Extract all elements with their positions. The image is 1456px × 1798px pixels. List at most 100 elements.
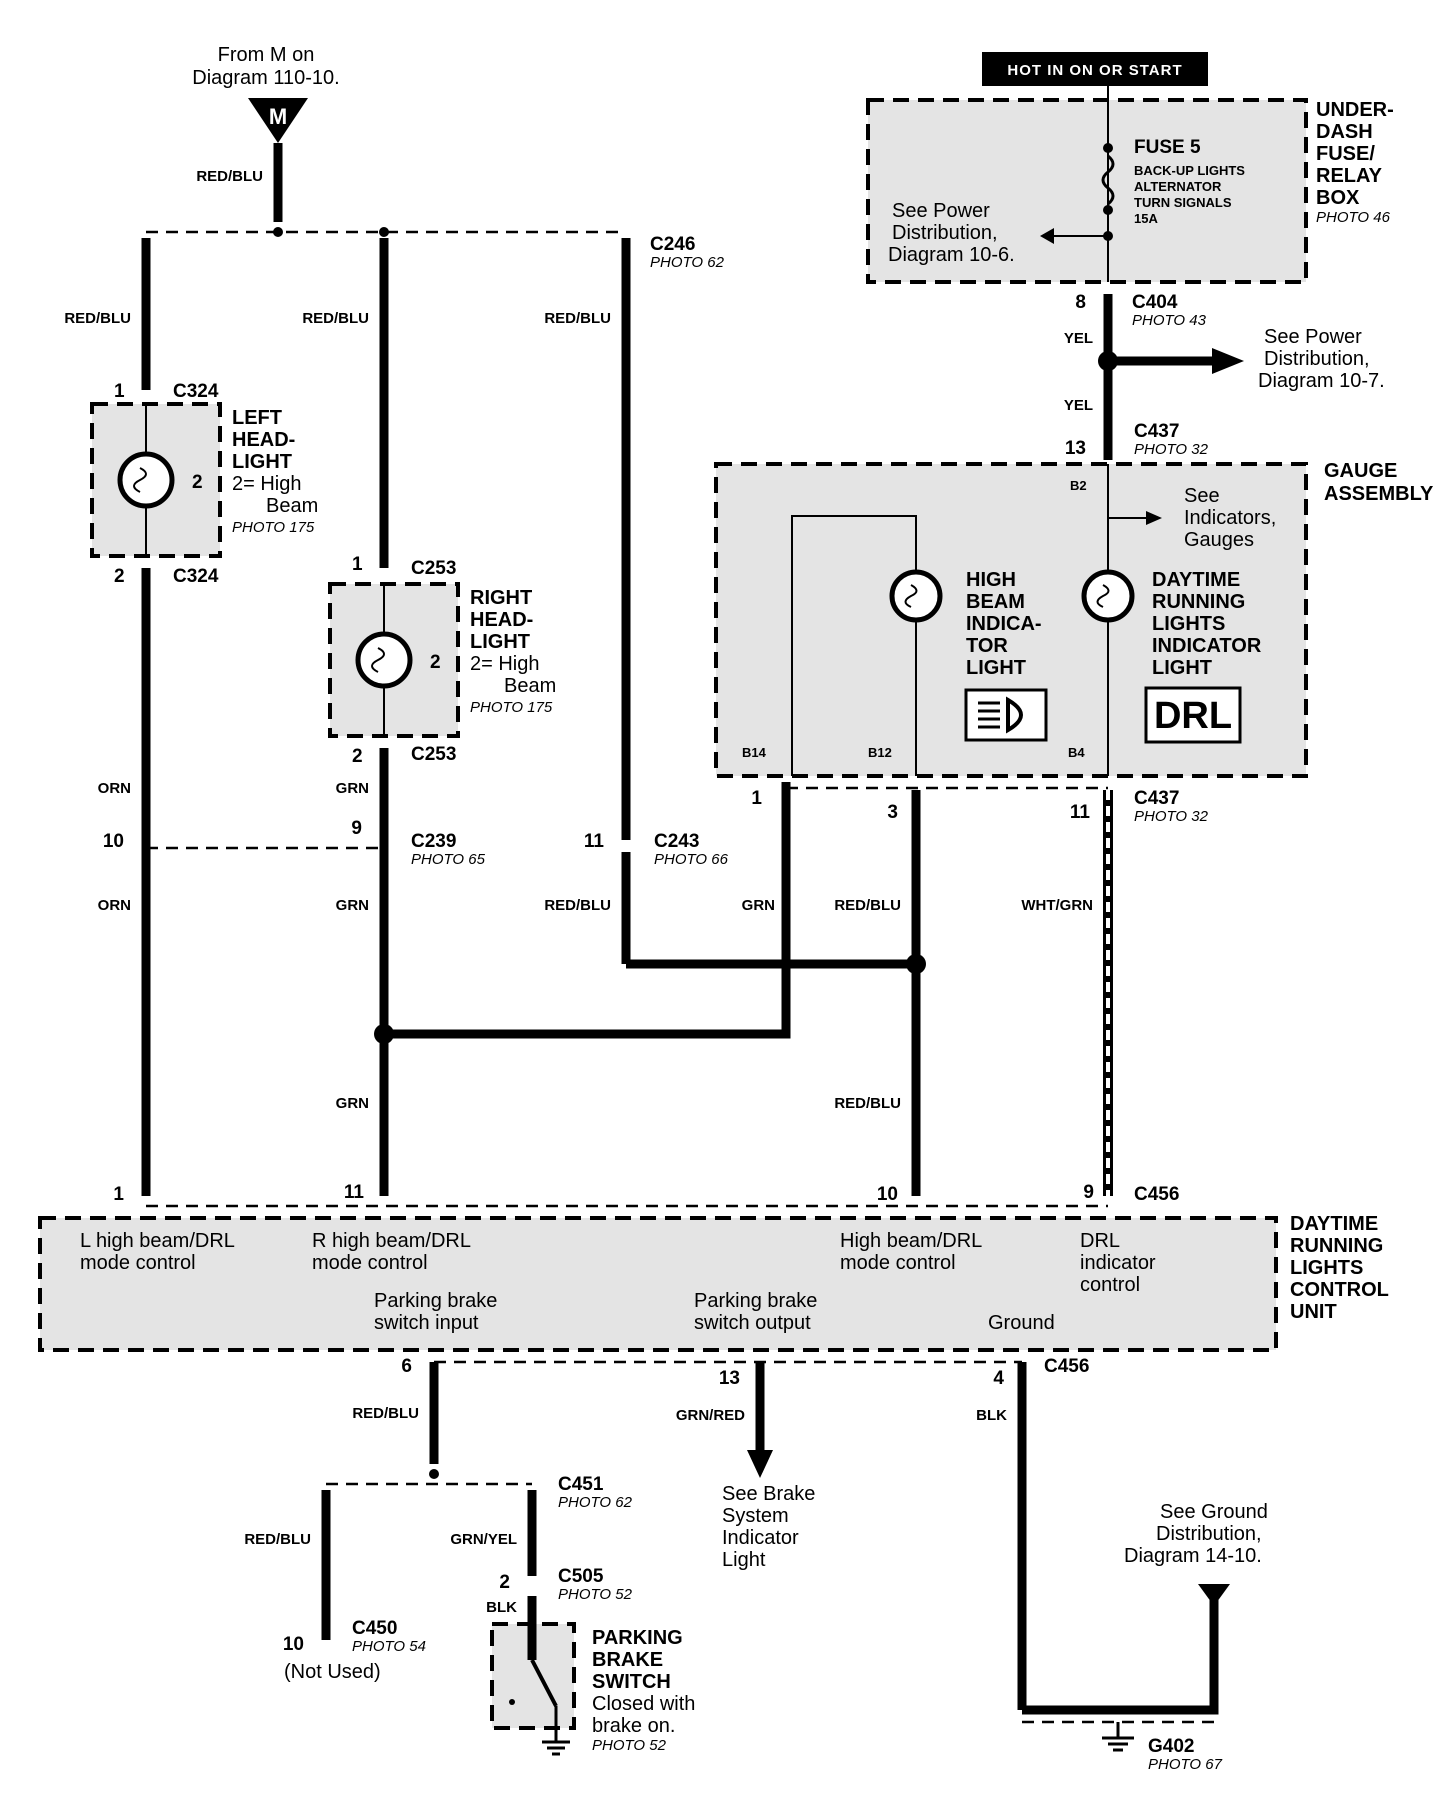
gauge-see-2: Indicators, (1184, 507, 1276, 529)
gauge-title-1: GAUGE (1324, 460, 1397, 482)
c246-photo: PHOTO 62 (650, 254, 725, 271)
drl-indicator-bulb-icon (1081, 569, 1135, 623)
gauge-see-1: See (1184, 485, 1220, 507)
high-beam-title-5: LIGHT (966, 657, 1026, 679)
wire-label-left-redblu: RED/BLU (64, 310, 131, 327)
c505-pin: 2 (499, 1572, 510, 1593)
c437-top-photo: PHOTO 32 (1134, 441, 1209, 458)
cu-pbin-1: Parking brake (374, 1290, 497, 1312)
cu-top-pin-9: 9 (1083, 1182, 1094, 1203)
high-beam-title-2: BEAM (966, 591, 1025, 613)
m-label: M (269, 104, 287, 129)
brake-ref-4: Light (722, 1549, 766, 1571)
cu-lhigh-1: L high beam/DRL (80, 1230, 235, 1252)
pbs-desc-2: brake on. (592, 1715, 675, 1737)
fuse-line-3: TURN SIGNALS (1134, 195, 1232, 210)
c243-pin: 11 (584, 831, 605, 852)
c246-label: C246 (650, 234, 695, 255)
left-headlight-bulb-icon (117, 451, 175, 509)
c456-top-label: C456 (1134, 1184, 1179, 1205)
drl-indicator-filament (1096, 584, 1110, 608)
wire-label-grnred: GRN/RED (676, 1407, 745, 1424)
wire-label-grn-gauge: GRN (742, 897, 775, 914)
c253-bot-label: C253 (411, 744, 456, 765)
left-headlight-desc-2: Beam (266, 495, 318, 517)
see-power-2-line1: See Power (1264, 326, 1362, 348)
c505-photo: PHOTO 52 (558, 1586, 633, 1603)
c246-node-2 (379, 227, 389, 237)
m-connector-arrow (248, 98, 308, 143)
pbs-photo: PHOTO 52 (592, 1737, 667, 1754)
c437-top-label: C437 (1134, 421, 1179, 442)
pbs-title-3: SWITCH (592, 1671, 671, 1693)
pbs-title-1: PARKING (592, 1627, 683, 1649)
gauge-see-arrow (1146, 511, 1162, 525)
wire-label-grn-3: GRN (336, 1095, 369, 1112)
c246-splice-node (273, 227, 283, 237)
cu-ground: Ground (988, 1312, 1055, 1334)
c253-top-label: C253 (411, 558, 456, 579)
c324-pin2: 2 (114, 566, 125, 587)
grnred-arrow (747, 1450, 773, 1478)
right-headlight-filament (371, 647, 385, 673)
brake-ref-2: System (722, 1505, 789, 1527)
pbs-title-2: BRAKE (592, 1649, 663, 1671)
wire-ground-loop (1022, 1600, 1219, 1715)
c239-label: C239 (411, 831, 456, 852)
high-beam-title-1: HIGH (966, 569, 1016, 591)
see-power-1-line2: Distribution, (892, 222, 998, 244)
wire-label-pin6: RED/BLU (352, 1405, 419, 1422)
fuse-line-2: ALTERNATOR (1134, 179, 1222, 194)
drl-ind-title-1: DAYTIME (1152, 569, 1240, 591)
hot-in-on-banner (982, 52, 1208, 86)
cu-top-pin-1: 1 (113, 1184, 124, 1205)
cu-title-2: RUNNING (1290, 1235, 1383, 1257)
gauge-pin-b2: B2 (1070, 478, 1087, 493)
c243-photo: PHOTO 66 (654, 851, 729, 868)
fuse-node-bot (1103, 205, 1113, 215)
c456-bot-label: C456 (1044, 1356, 1089, 1377)
pbs-desc-1: Closed with (592, 1693, 695, 1715)
drl-ind-title-3: LIGHTS (1152, 613, 1225, 635)
wire-label-c505-blk: BLK (486, 1599, 517, 1616)
c505-label: C505 (558, 1566, 604, 1587)
gauge-pin-3: 3 (887, 802, 898, 823)
c253-pin2: 2 (352, 746, 363, 767)
c437-top-pin: 13 (1065, 438, 1086, 459)
left-headlight-photo: PHOTO 175 (232, 519, 315, 536)
cu-top-pin-10: 10 (877, 1184, 898, 1205)
c404-label: C404 (1132, 292, 1178, 313)
wire-label-whtgrn: WHT/GRN (1021, 897, 1093, 914)
see-power-1-line3: Diagram 10-6. (888, 244, 1015, 266)
switch-node (509, 1699, 515, 1705)
c243-label: C243 (654, 831, 699, 852)
see-power-2-line3: Diagram 10-7. (1258, 370, 1385, 392)
left-headlight-filament (133, 467, 147, 493)
cu-pbout-1: Parking brake (694, 1290, 817, 1312)
right-headlight-title-1: RIGHT (470, 587, 532, 609)
wire-label-orn-2: ORN (98, 897, 131, 914)
cu-title-5: UNIT (1290, 1301, 1337, 1323)
c253-pin1: 1 (352, 554, 363, 575)
from-m-line2: Diagram 110-10. (192, 67, 339, 89)
cu-top-pin-11: 11 (344, 1182, 365, 1203)
cu-hb-1: High beam/DRL (840, 1230, 982, 1252)
wire-label-redblu-gauge: RED/BLU (834, 897, 901, 914)
fusebox-title-4: RELAY (1316, 165, 1383, 187)
c239-pin-10: 10 (103, 831, 124, 852)
c437-bot-photo: PHOTO 32 (1134, 808, 1209, 825)
left-headlight-desc-1: 2= High (232, 473, 302, 495)
fusebox-title-3: FUSE/ (1316, 143, 1375, 165)
cu-drl-2: indicator (1080, 1252, 1156, 1274)
drl-ind-title-4: INDICATOR (1152, 635, 1262, 657)
wire-label-grn-1: GRN (336, 780, 369, 797)
left-headlight-title-1: LEFT (232, 407, 282, 429)
wire-label-grnyel: GRN/YEL (450, 1531, 517, 1548)
wire-label-redblu-gauge-2: RED/BLU (834, 1095, 901, 1112)
wire-label-orn-1: ORN (98, 780, 131, 797)
cu-bot-pin-4: 4 (993, 1368, 1004, 1389)
cu-title-3: LIGHTS (1290, 1257, 1363, 1279)
right-headlight-photo: PHOTO 175 (470, 699, 553, 716)
wire-label-yel-2: YEL (1064, 397, 1093, 414)
